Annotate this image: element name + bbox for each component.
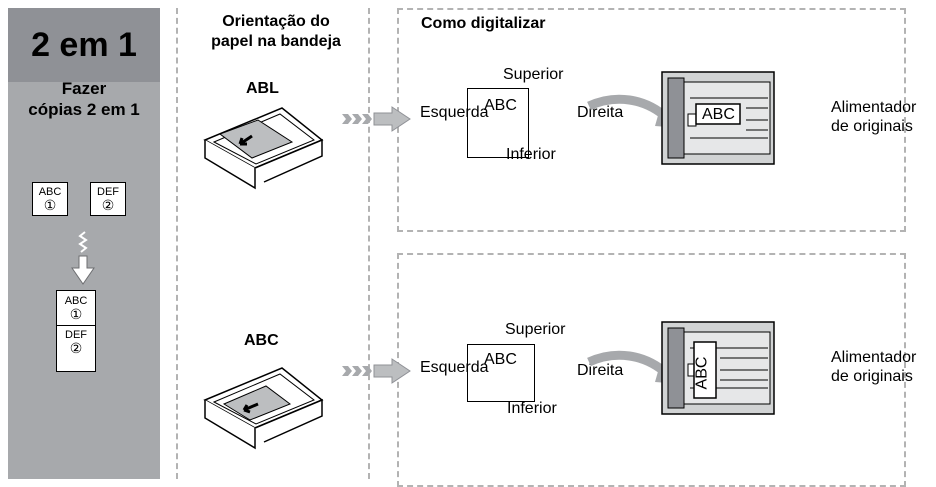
- sidebar-subtitle: Fazer cópias 2 em 1: [8, 78, 160, 120]
- original-page-1-text: ABC: [38, 186, 62, 198]
- sidebar-subtitle-line1: Fazer: [61, 79, 107, 98]
- label-inferior-row2: Inferior: [507, 400, 557, 417]
- document-row1: ABC: [467, 88, 529, 158]
- label-superior-row1: Superior: [503, 66, 564, 83]
- label-direita-row1: Direita: [577, 104, 624, 121]
- label-superior-row2: Superior: [505, 321, 566, 338]
- original-page-1: ABC ①: [32, 182, 68, 216]
- document-feeder-icon-row1: [661, 71, 775, 165]
- original-page-1-num: ①: [43, 197, 57, 213]
- direction-arrow-icon-row2: [342, 358, 411, 384]
- document-feeder-icon-row2: [661, 321, 775, 415]
- label-esquerda-row2: Esquerda: [420, 359, 489, 376]
- document-row2: ABC: [467, 344, 535, 402]
- sidebar-panel: 2 em 1 Fazer cópias 2 em 1 ABC ① DEF ② A…: [8, 8, 160, 479]
- feeder-label-line1-row2: Alimentador: [831, 349, 917, 366]
- tray-label-row1: ABL: [246, 80, 279, 97]
- sidebar-subtitle-line2: cópias 2 em 1: [28, 100, 140, 119]
- label-inferior-row1: Inferior: [506, 146, 556, 163]
- feeder-label-line2-row2: de originais: [831, 368, 913, 385]
- direction-arrow-icon-row1: [342, 106, 411, 132]
- orientation-header-line2: papel na bandeja: [211, 33, 341, 50]
- down-arrow-icon: [71, 231, 95, 285]
- column-divider-middle: [368, 8, 370, 479]
- feeder-doc-text-row2: ABC: [693, 356, 711, 390]
- merged-bottom-num: ②: [69, 340, 83, 356]
- label-direita-row2: Direita: [577, 362, 624, 379]
- column-divider-left: [176, 8, 178, 479]
- original-page-2-num: ②: [101, 197, 115, 213]
- merged-top-num: ①: [69, 306, 83, 322]
- tray-label-row2: ABC: [244, 332, 279, 349]
- feeder-label-row2: Alimentador de originais: [831, 348, 916, 386]
- orientation-header: Orientação do papel na bandeja: [190, 12, 362, 52]
- orientation-header-line1: Orientação do: [222, 13, 330, 30]
- feeder-label-line1-row1: Alimentador: [831, 99, 917, 116]
- original-page-2: DEF ②: [90, 182, 126, 216]
- merged-divider: [57, 325, 95, 326]
- scan-header: Como digitalizar: [421, 15, 546, 32]
- merged-copy-page: ABC ① DEF ②: [56, 290, 96, 372]
- document-text-row1: ABC: [484, 97, 517, 114]
- document-text-row2: ABC: [484, 351, 517, 368]
- paper-tray-icon-row1: [203, 107, 324, 190]
- paper-tray-icon-row2: [203, 367, 324, 450]
- merged-bottom-text: DEF: [65, 329, 87, 341]
- feeder-doc-text-row1: ABC: [702, 106, 735, 123]
- feeder-label-row1: Alimentador de originais: [831, 98, 916, 136]
- sidebar-title-band: [8, 8, 160, 82]
- merged-top-text: ABC: [64, 295, 88, 307]
- sidebar-title: 2 em 1: [31, 26, 137, 64]
- label-esquerda-row1: Esquerda: [420, 104, 489, 121]
- feeder-label-line2-row1: de originais: [831, 118, 913, 135]
- original-page-2-text: DEF: [97, 186, 119, 198]
